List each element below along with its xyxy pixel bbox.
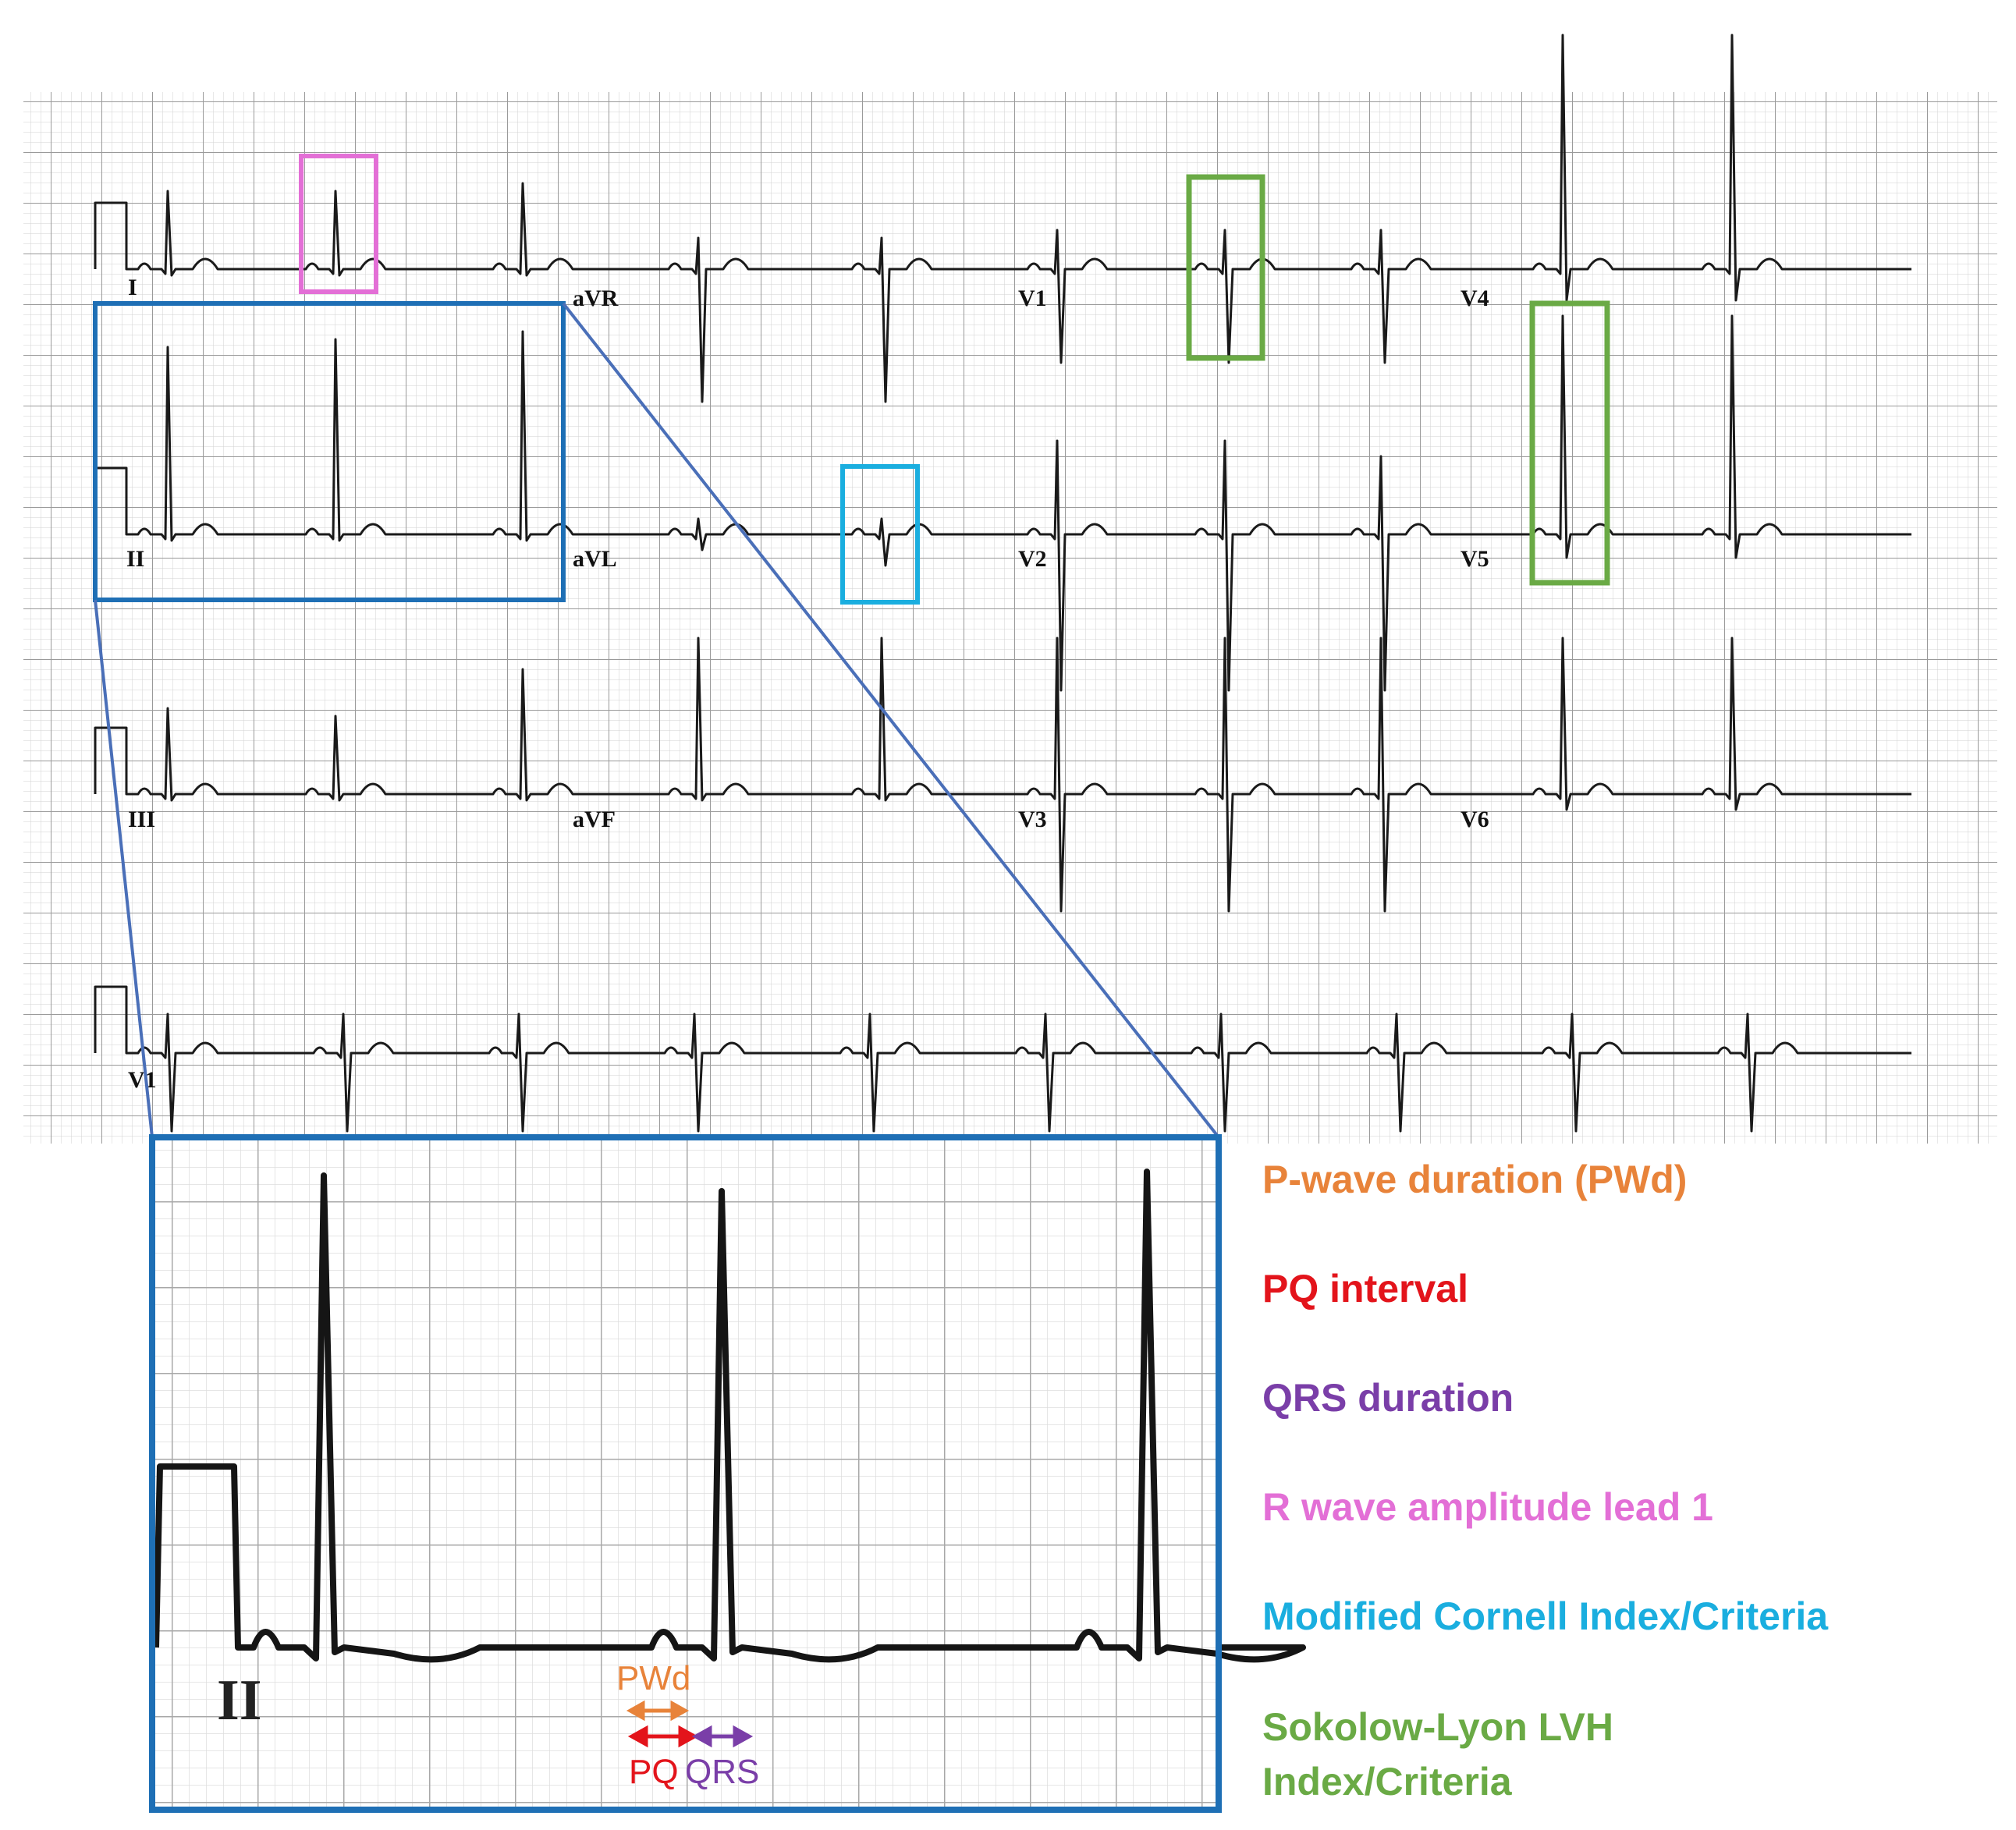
qrs-arrow: [691, 1725, 754, 1748]
trace-lead-v5: [1463, 314, 1911, 559]
lead-label-iii: III: [128, 807, 155, 832]
trace-lead-avl: [573, 517, 1018, 567]
pq-arrow: [627, 1725, 699, 1748]
lead-label-avl: aVL: [573, 546, 617, 572]
zoom-inset-border: [149, 1134, 1222, 1813]
lead-ii-selection-box: [93, 301, 566, 602]
lead-label-v6: V6: [1461, 807, 1489, 832]
lead-label-v5: V5: [1461, 546, 1489, 572]
lead-label-ii: II: [126, 546, 144, 572]
trace-lead-i: [94, 182, 574, 277]
legend-pq: PQ interval: [1262, 1267, 1468, 1310]
ecg-paper: [23, 92, 1997, 1144]
trace-lead-v1: [1018, 229, 1463, 364]
trace-lead-avf: [573, 637, 1018, 802]
legend-r-wave: R wave amplitude lead 1: [1262, 1485, 1713, 1529]
trace-lead-ii: [94, 330, 574, 542]
lead-label-avr: aVR: [573, 285, 619, 311]
cornell-index-box: [840, 464, 920, 605]
lead-label-rhythm-v1: V1: [128, 1067, 157, 1093]
trace-lead-v4: [1463, 34, 1911, 302]
lead-label-avf: aVF: [573, 807, 616, 832]
zoom-connector-bottom: [94, 599, 154, 1138]
legend-qrs: QRS duration: [1262, 1376, 1514, 1420]
zoom-lead-label: II: [217, 1669, 262, 1732]
lead-labels: I II III aVR aVL aVF V1 V2 V3 V4 V5 V6 V…: [126, 275, 1489, 1093]
pwd-mark-label: PWd: [616, 1659, 690, 1697]
zoom-lead-ii-trace: [153, 1169, 1306, 1663]
trace-lead-avr: [573, 236, 1018, 403]
lead-ii-zoom-inset: II PWd PQ QRS: [149, 1134, 1306, 1813]
r-wave-amplitude-box: [299, 154, 378, 294]
ecg-traces: [94, 34, 1911, 1133]
lead-label-v3: V3: [1018, 807, 1047, 832]
trace-lead-iii: [94, 668, 574, 802]
trace-rhythm-v1: [94, 985, 1911, 1133]
legend-pwd: P-wave duration (PWd): [1262, 1158, 1688, 1201]
legend-cornell: Modified Cornell Index/Criteria: [1262, 1594, 1829, 1638]
sokolow-lyon-box-v1: [1186, 174, 1265, 361]
lead-label-v1: V1: [1018, 285, 1047, 311]
trace-lead-v3: [1018, 637, 1463, 913]
pwd-arrow: [626, 1700, 690, 1722]
trace-lead-v6: [1463, 637, 1911, 811]
sokolow-lyon-box-v5: [1529, 300, 1610, 586]
lead-label-i: I: [128, 275, 137, 300]
trace-lead-v2: [1018, 439, 1463, 692]
legend-sokolow-line2: Index/Criteria: [1262, 1760, 1512, 1803]
qrs-mark-label: QRS: [685, 1753, 759, 1791]
lead-label-v2: V2: [1018, 546, 1047, 572]
ecg-grid: [23, 92, 1997, 1144]
legend-sokolow-line1: Sokolow-Lyon LVH: [1262, 1705, 1613, 1749]
zoom-connector-top: [562, 302, 1220, 1139]
pq-mark-label: PQ: [629, 1753, 679, 1791]
lead-label-v4: V4: [1461, 285, 1489, 311]
